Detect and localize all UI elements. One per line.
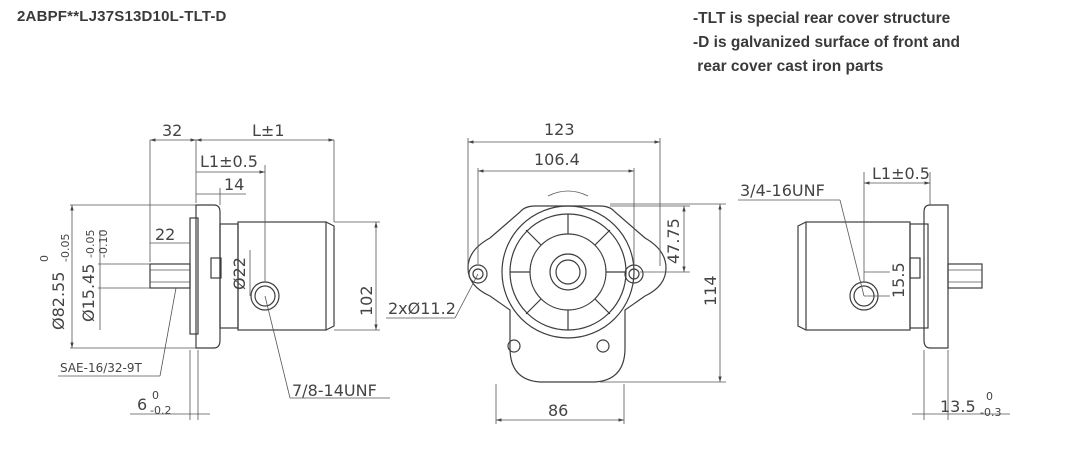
dim-dia15-tol-lower: -0.10 xyxy=(97,230,110,258)
dim-47: 47.75 xyxy=(664,218,683,264)
note-line-2: -D is galvanized surface of front and xyxy=(693,34,960,51)
dim-dia82-tol-upper: 0 xyxy=(38,255,51,262)
note-line-1: -TLT is special rear cover structure xyxy=(693,10,951,27)
mount-hole-left xyxy=(468,264,488,284)
front-flange xyxy=(467,205,667,383)
dim-dia82-tol-lower: -0.05 xyxy=(59,234,72,262)
notes: -TLT is special rear cover structure -D … xyxy=(693,7,960,79)
spline-spec: SAE-16/32-9T xyxy=(60,361,143,375)
mount-hole-right xyxy=(624,264,644,284)
dim-114: 114 xyxy=(701,275,720,306)
rear-dim-L1: L1±0.5 xyxy=(872,164,930,183)
dim-dia82: Ø82.55 xyxy=(49,272,68,330)
dim-32: 32 xyxy=(162,121,182,140)
model-code: 2ABPF**LJ37S13D10L-TLT-D xyxy=(17,8,227,25)
rear-shaft xyxy=(947,263,983,289)
note-line-3: rear cover cast iron parts xyxy=(693,58,884,75)
dim-15-5: 15.5 xyxy=(889,262,908,298)
dim-dia15-tol-upper: -0.05 xyxy=(84,230,97,258)
front-view: 123 106.4 47.75 114 2xØ11.2 86 xyxy=(386,120,726,424)
dim-L1: L1±0.5 xyxy=(200,152,258,171)
pump-body xyxy=(237,221,327,331)
rear-mounting-flange xyxy=(923,204,949,349)
rear-port-thread: 3/4-16UNF xyxy=(740,181,825,200)
shaft xyxy=(149,263,191,289)
dim-14: 14 xyxy=(224,175,244,194)
dim-106: 106.4 xyxy=(534,150,580,169)
spline-shaft xyxy=(555,259,581,285)
rear-view: 3/4-16UNF L1±0.5 15.5 13.5 0 -0.3 xyxy=(738,164,1010,420)
side-view: 32 L±1 L1±0.5 14 22 Ø82.55 0 -0.05 Ø15.4… xyxy=(38,121,390,420)
mounting-flange xyxy=(195,204,221,349)
dim-102: 102 xyxy=(357,285,376,316)
dim-13-5: 13.5 xyxy=(940,397,976,416)
holes-spec: 2xØ11.2 xyxy=(388,299,456,318)
dim-6-tol-upper: 0 xyxy=(152,389,159,402)
dim-L: L±1 xyxy=(252,121,285,140)
side-port-thread: 7/8-14UNF xyxy=(292,381,377,400)
dim-22: 22 xyxy=(155,225,175,244)
dim-6-tol-lower: -0.2 xyxy=(150,404,171,417)
dim-123: 123 xyxy=(544,120,575,139)
dim-13-5-tol-upper: 0 xyxy=(986,390,993,403)
dim-dia15: Ø15.45 xyxy=(79,264,98,322)
dim-13-5-tol-lower: -0.3 xyxy=(980,406,1001,419)
dim-86: 86 xyxy=(548,401,568,420)
dim-dia22: Ø22 xyxy=(230,257,249,290)
dim-6: 6 xyxy=(137,395,147,414)
